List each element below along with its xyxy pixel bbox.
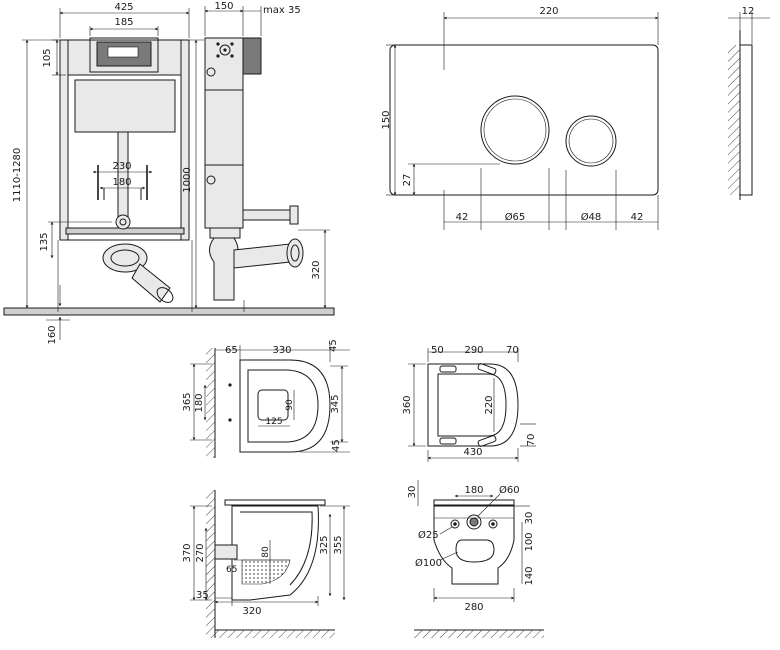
dim-panel-max: max 35 <box>263 5 301 16</box>
drain-elbow <box>102 243 148 273</box>
dim-side-drain-height: 320 <box>311 260 322 279</box>
dim-top-panel: 105 <box>42 48 53 67</box>
frame-front-view: 425 185 105 1110-1280 1000 230 180 135 1… <box>3 2 335 345</box>
dim-seat-width: 290 <box>464 345 483 356</box>
dim-plate-left: 42 <box>456 212 469 223</box>
dim-plate-bottom: 27 <box>402 174 413 187</box>
bolt-hole-right <box>488 519 498 529</box>
bowl-body-back <box>433 505 515 585</box>
dim-floor-depth: 160 <box>47 325 58 344</box>
dim-seat-depth: 360 <box>402 395 413 414</box>
bowl-body-side <box>231 505 319 601</box>
dim-seat-edge-left: 50 <box>431 345 444 356</box>
wall-panel <box>242 37 262 75</box>
dim-back-width: 280 <box>464 602 483 613</box>
frame-side-left <box>59 39 69 241</box>
dim-rim-offset: 45 <box>331 439 342 452</box>
drain-pipe <box>131 263 171 303</box>
dim-studs-outer: 230 <box>112 161 131 172</box>
dim-plate-right: 42 <box>631 212 644 223</box>
cistern <box>74 79 176 133</box>
bowl-back-view: 30 180 Ø60 30 100 140 Ø25 Ø100 280 <box>407 480 544 638</box>
frame-side-profile <box>204 37 244 229</box>
service-opening <box>89 37 159 73</box>
drain-outlet-back <box>455 539 495 563</box>
dim-side-height-seat: 355 <box>333 535 344 554</box>
dim-frame-inner-width: 185 <box>114 17 133 28</box>
flush-connector-icon <box>219 44 231 56</box>
dim-frame-depth: 150 <box>214 1 233 12</box>
floor-slab <box>3 307 335 316</box>
dim-mount-spacing: 180 <box>194 393 205 412</box>
dim-side-height-rim: 325 <box>319 535 330 554</box>
dim-base-offset: 35 <box>196 590 209 601</box>
drain-connector <box>115 214 131 230</box>
dim-opening-width: 90 <box>285 399 295 411</box>
dim-side-length: 320 <box>242 606 261 617</box>
frame-side-view: 150 max 35 320 <box>204 1 330 312</box>
seat-lid-back <box>433 499 515 506</box>
dim-plate-height: 150 <box>381 110 392 129</box>
seat-outline <box>427 363 519 447</box>
dim-back-base-height: 140 <box>524 566 535 585</box>
dim-bowl-offset-left: 65 <box>225 345 238 356</box>
dim-side-height-outlet: 270 <box>195 543 206 562</box>
dim-bowl-length: 330 <box>272 345 291 356</box>
seat-top-view: 50 290 70 360 220 430 70 <box>402 345 537 462</box>
bowl-outline-top <box>239 359 331 453</box>
dim-bowl-offset-right: 45 <box>328 339 339 352</box>
dim-back-side-offset: 30 <box>524 512 535 525</box>
dim-total-height: 1110-1280 <box>12 148 23 203</box>
dim-bowl-width: 345 <box>330 394 341 413</box>
seat-lid <box>224 499 326 506</box>
dim-drain-height: 135 <box>39 232 50 251</box>
bowl-opening <box>257 389 289 421</box>
dim-water-depth: 80 <box>261 546 271 558</box>
dim-outlet-diameter: Ø60 <box>499 484 520 496</box>
side-drain-pipe <box>209 237 239 301</box>
flush-plate-view: 220 150 27 42 Ø65 Ø48 42 12 <box>381 6 770 230</box>
inlet-hole <box>466 514 482 530</box>
dim-bowl-width-total: 365 <box>182 392 193 411</box>
frame-side-right <box>180 39 190 241</box>
dim-bolt-diameter: Ø25 <box>418 529 439 541</box>
dim-hole-spacing: 180 <box>464 485 483 496</box>
dim-plate-width: 220 <box>539 6 558 17</box>
dim-seat-inner: 220 <box>484 395 495 414</box>
flush-button-small <box>565 115 617 167</box>
dim-seat-edge-right: 70 <box>506 345 519 356</box>
dim-back-top-offset: 30 <box>407 486 418 499</box>
flush-button-large <box>480 95 550 165</box>
flush-plate <box>389 44 659 196</box>
dim-side-height-total: 370 <box>182 543 193 562</box>
dim-outlet-height: 100 <box>524 532 535 551</box>
dim-seat-length: 430 <box>463 447 482 458</box>
dim-frame-height: 1000 <box>182 167 193 192</box>
dim-button-large: Ø65 <box>505 211 526 223</box>
bowl-top-view: 65 330 45 365 180 345 90 125 45 <box>182 339 350 458</box>
flush-plate-profile <box>739 44 753 196</box>
dim-frame-width: 425 <box>114 2 133 13</box>
dim-opening-length: 125 <box>265 417 282 427</box>
dim-plate-thickness: 12 <box>742 6 755 17</box>
dim-studs-inner: 180 <box>112 177 131 188</box>
dim-seat-hinge: 70 <box>526 434 537 447</box>
dim-drain-diameter: Ø100 <box>415 557 442 569</box>
dim-water-offset: 65 <box>226 565 237 575</box>
bolt-hole-left <box>450 519 460 529</box>
dim-button-small: Ø48 <box>581 211 602 223</box>
water-trap <box>241 559 291 585</box>
bowl-side-view: 370 270 80 325 355 65 35 320 <box>182 490 350 638</box>
